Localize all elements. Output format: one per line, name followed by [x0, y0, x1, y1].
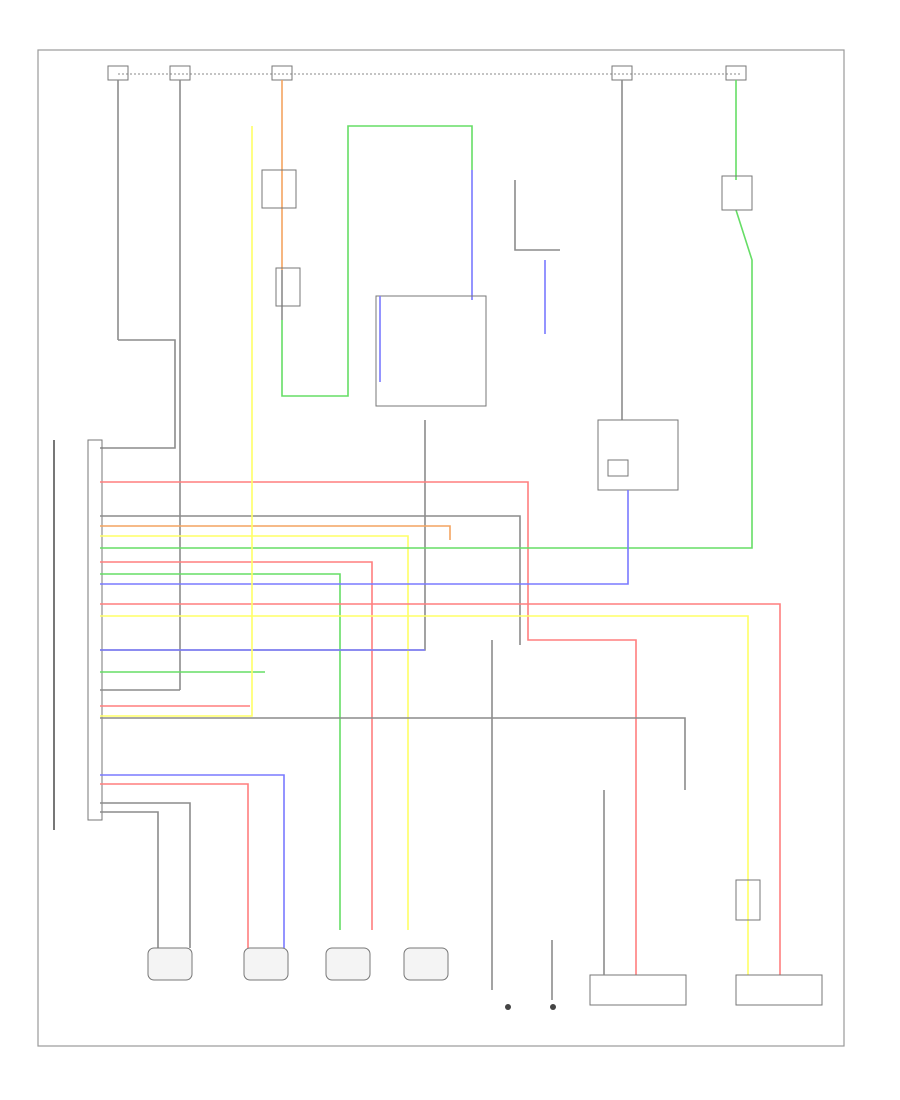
green-signal-wire-2	[100, 573, 341, 930]
fuse-block-4	[611, 65, 633, 81]
grey-signal-wire-1	[100, 515, 521, 645]
red-wheel-wire	[100, 783, 249, 948]
yellow-signal-wire-2	[100, 615, 749, 975]
green-loop-wire	[281, 125, 473, 397]
wheel-sensor-left-front	[403, 947, 449, 981]
switch-upper-wire	[514, 180, 560, 251]
grey-wheel-wire-1	[100, 802, 191, 948]
red-signal-wire-3	[100, 603, 781, 975]
brake-switch-terminal-1	[505, 1004, 511, 1010]
ecu-connector	[87, 439, 103, 821]
fuse-block-2	[169, 65, 191, 81]
orange-signal-wire	[100, 525, 451, 540]
diagram-frame	[37, 49, 845, 1047]
fuse-block-group	[107, 65, 747, 81]
yaw-rate-sensor	[589, 974, 687, 1006]
red-signal-wire-1	[100, 481, 637, 975]
relay-lower	[275, 267, 301, 307]
wheel-sensor-right-rear	[147, 947, 193, 981]
relay-upper	[261, 169, 297, 209]
right-relay-box	[597, 419, 679, 491]
green-signal-wire-1	[100, 450, 753, 549]
center-control-module	[375, 295, 487, 407]
steering-angle-sensor	[735, 974, 823, 1006]
grey-signal-wire-3	[100, 717, 686, 790]
red-signal-wire-2	[100, 561, 373, 930]
right-relay-inner	[607, 459, 629, 477]
fuse-block-3	[271, 65, 293, 81]
wheel-sensor-right-front	[243, 947, 289, 981]
fuse-block-1	[107, 65, 129, 81]
right-switch-box	[721, 175, 753, 211]
yellow-signal-wire-3	[100, 126, 253, 717]
steering-sensor-connector	[735, 879, 761, 921]
grey-wheel-wire-2	[100, 811, 159, 948]
feed-wire-1-ecu	[100, 339, 176, 449]
wheel-sensor-left-rear	[325, 947, 371, 981]
blue-wheel-wire	[100, 774, 285, 948]
blue-signal-wire-1	[100, 490, 629, 585]
fuse-block-5	[725, 65, 747, 81]
yellow-signal-wire-1	[100, 535, 409, 930]
wheel-speed-sensors	[147, 947, 449, 981]
brake-switch-terminal-2	[550, 1004, 556, 1010]
feed-wire-5b	[735, 209, 753, 450]
